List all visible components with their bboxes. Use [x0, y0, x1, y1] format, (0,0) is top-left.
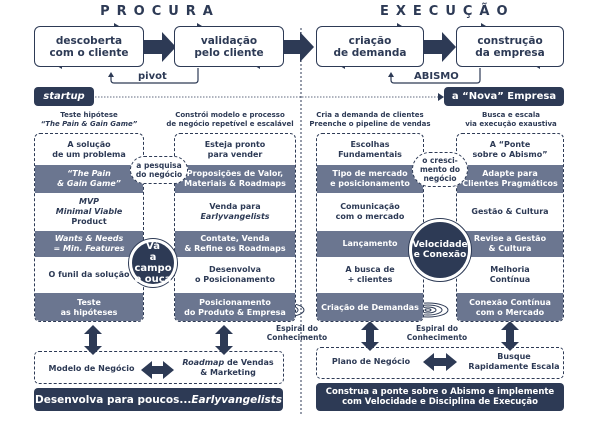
phase-title-procura: PROCURA: [100, 4, 220, 19]
arrow-right-icon: [280, 32, 314, 62]
column-cell: A busca de+ clientes: [345, 265, 395, 284]
column-cell: Gestão & Cultura: [471, 207, 549, 216]
sales-roadmap-label: Roadmap de Vendas & Marketing: [182, 358, 274, 377]
bottom-box-left: [34, 351, 284, 384]
abismo-label: ABISMO: [414, 71, 459, 82]
step-label: validação: [200, 34, 258, 47]
step-label: da empresa: [475, 46, 545, 59]
bottom-box-right: [316, 347, 564, 379]
pivot-label: pivot: [138, 71, 167, 82]
step-label: descoberta: [55, 34, 123, 47]
phase-title-execucao: EXECUÇÃO: [380, 4, 515, 19]
step-label: de demanda: [333, 46, 407, 59]
column-cell: Revise a Gestão& Cultura: [457, 231, 563, 257]
timeline-arrow-icon: [438, 93, 444, 101]
abismo-arrow-icon: [388, 72, 394, 77]
step-label: criação: [348, 34, 392, 47]
column-cell: O funil da solução: [48, 270, 130, 279]
startup-badge: startup: [34, 87, 94, 106]
banner-develop-for-few: Desenvolva para poucos... Earlyvangelist…: [34, 388, 283, 411]
double-arrow-vertical-icon: [501, 321, 519, 351]
business-model-label: Modelo de Negócio: [48, 364, 135, 373]
step-label: construção: [477, 34, 543, 47]
arrow-right-icon: [140, 32, 176, 62]
arrow-right-icon: [420, 32, 456, 62]
column-caption: Teste hipótese“The Pain & Gain Game”: [40, 111, 138, 128]
column-cell: “The Pain& Gain Game”: [35, 165, 143, 193]
double-arrow-horizontal-icon: [423, 353, 457, 371]
column-cell: Lançamento: [317, 231, 423, 257]
column-cell: Proposições de Valor,Materiais & Roadmap…: [175, 165, 295, 193]
abismo-loop: [390, 68, 481, 84]
step-label: com o cliente: [49, 46, 129, 59]
new-company-badge: a “Nova” Empresa: [444, 87, 564, 106]
column-cell: Wants & Needs= Min. Features: [35, 231, 143, 257]
banner-build-bridge: Construa a ponte sobre o Abismo e implem…: [316, 383, 564, 411]
business-plan-label: Plano de Negócio: [331, 357, 411, 366]
pivot-loop: [110, 68, 199, 84]
double-arrow-horizontal-icon: [141, 361, 174, 379]
double-arrow-vertical-icon: [84, 325, 102, 355]
column-cell: Contate, Venda& Refine os Roadmaps: [175, 231, 295, 257]
step-label: pelo cliente: [194, 46, 264, 59]
column-cell: Criação de Demandas: [317, 293, 423, 321]
pivot-arrow-icon: [108, 72, 114, 77]
double-arrow-vertical-icon: [215, 325, 233, 355]
double-arrow-vertical-icon: [361, 321, 379, 351]
